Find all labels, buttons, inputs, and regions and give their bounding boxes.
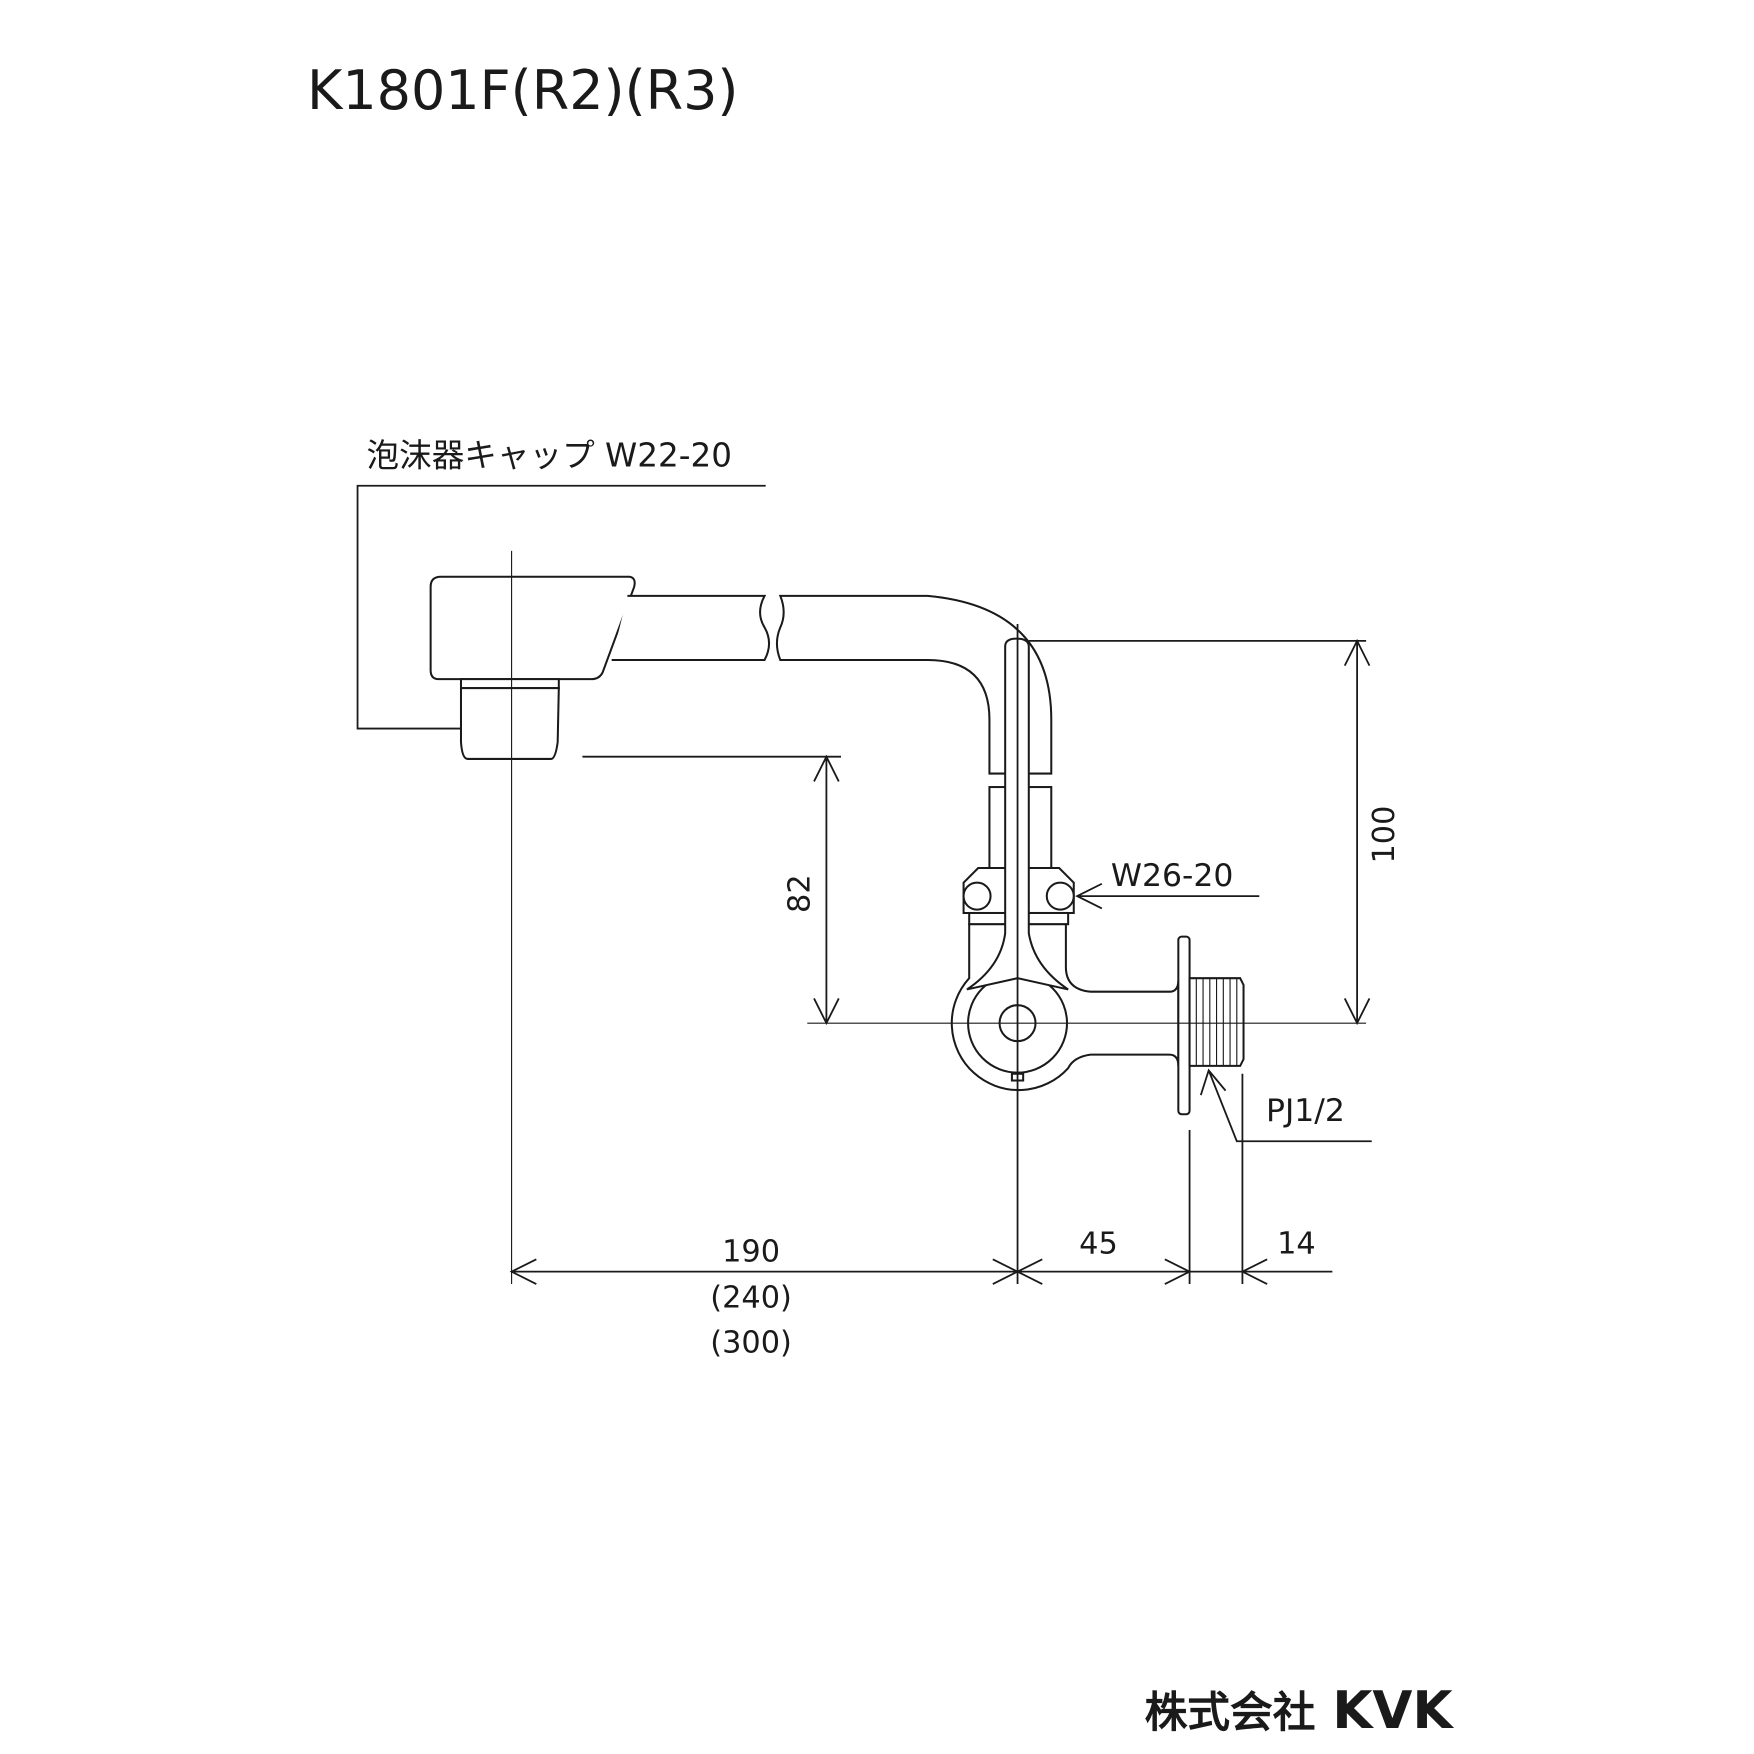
dim-82-label: 82 <box>783 874 818 913</box>
spout-pipe-left <box>611 594 771 662</box>
aerator-leader-line <box>356 484 766 730</box>
dim-82-arrow <box>813 754 840 1026</box>
aerator-cap-label: 泡沫器キャップ W22-20 <box>367 437 732 475</box>
company-name-jp: 株式会社 <box>1145 1688 1316 1738</box>
dim-14-label: 14 <box>1277 1227 1316 1262</box>
nut-label: W26-20 <box>1111 858 1234 894</box>
thread-leader-line <box>1199 1068 1372 1143</box>
nut-ball-icon <box>1045 881 1075 911</box>
thread-lines <box>1195 978 1238 1066</box>
page-title: K1801F(R2)(R3) <box>307 59 739 122</box>
thread-label: PJ1/2 <box>1266 1093 1345 1129</box>
dim-45-label: 45 <box>1079 1227 1118 1262</box>
company-logo-kvk: KVK <box>1332 1681 1454 1741</box>
aerator-band <box>459 678 560 690</box>
bottom-dimension-line <box>509 1258 1333 1285</box>
nut-leader-line <box>1075 882 1260 910</box>
dim-300-label: (300) <box>710 1326 792 1361</box>
dim-100-label: 100 <box>1367 806 1402 864</box>
dim-240-label: (240) <box>710 1281 792 1316</box>
aerator-cap <box>459 687 560 760</box>
dim-100-arrow <box>1343 638 1371 1026</box>
nut-ball-icon <box>962 881 992 911</box>
dim-190-label: 190 <box>722 1235 780 1270</box>
spout-head <box>429 575 636 681</box>
wall-flange <box>1177 935 1191 1116</box>
